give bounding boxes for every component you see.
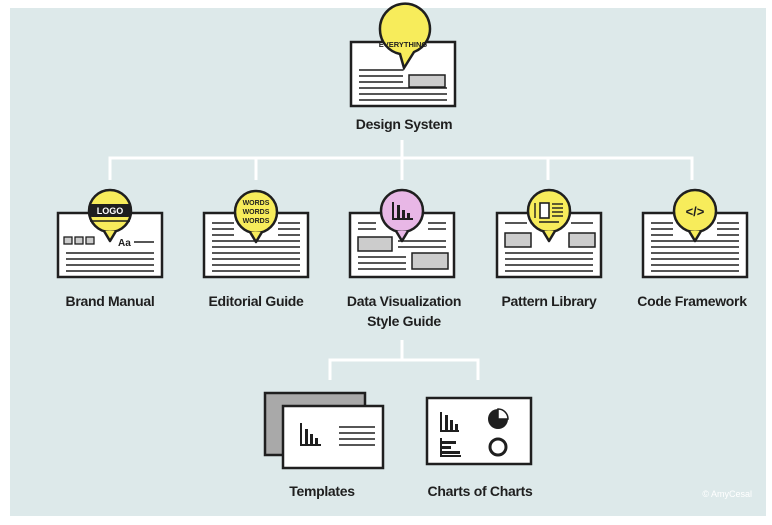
front-card — [281, 404, 385, 470]
bar-chart-badge-icon — [379, 188, 425, 243]
words-badge-icon: WORDS WORDS WORDS — [233, 189, 279, 244]
root-connector — [108, 140, 694, 180]
logo-text: LOGO — [97, 206, 124, 216]
credit: © AmyCesal — [702, 489, 752, 499]
typography-sample: Aa — [118, 238, 131, 249]
text-lines — [359, 69, 447, 101]
code-symbol: </> — [686, 204, 705, 219]
pie-chart-icon — [488, 408, 509, 429]
pattern-library-label: Pattern Library — [501, 293, 597, 309]
horizontal-bar-chart-icon — [440, 438, 461, 457]
mini-bar-chart-icon — [300, 423, 321, 446]
mini-bar-chart-icon — [440, 412, 459, 432]
code-framework-node: </> — [641, 188, 749, 279]
data-visualization-label-line-2: Style Guide — [367, 313, 441, 329]
dataviz-connector — [328, 340, 480, 380]
data-visualization-style-guide-node — [348, 188, 456, 279]
brand-manual-label: Brand Manual — [65, 293, 155, 309]
charts-of-charts-node — [425, 396, 533, 466]
templates-label: Templates — [289, 483, 355, 499]
words-line-3: WORDS — [243, 218, 270, 225]
connector-lines — [108, 140, 694, 380]
donut-chart-icon — [488, 437, 508, 457]
code-badge-icon: </> — [672, 188, 718, 243]
gray-block — [408, 74, 446, 88]
words-line-1: WORDS — [243, 200, 270, 207]
brand-manual-node: Aa LOGO — [56, 188, 164, 279]
templates-node — [263, 391, 385, 470]
code-framework-label: Code Framework — [637, 293, 747, 309]
layout-badge-icon — [526, 188, 572, 243]
design-system-node: EVERYTHING — [349, 2, 457, 108]
editorial-guide-label: Editorial Guide — [208, 293, 304, 309]
words-line-2: WORDS — [243, 209, 270, 216]
pattern-library-node — [495, 188, 603, 279]
data-visualization-label-line-1: Data Visualization — [346, 293, 462, 309]
logo-badge-icon: LOGO — [87, 188, 133, 243]
charts-of-charts-label: Charts of Charts — [427, 483, 533, 499]
everything-badge-icon: EVERYTHING — [378, 2, 432, 72]
editorial-guide-node: WORDS WORDS WORDS — [202, 189, 310, 279]
badge-text: EVERYTHING — [379, 40, 428, 49]
design-system-label: Design System — [355, 116, 453, 132]
